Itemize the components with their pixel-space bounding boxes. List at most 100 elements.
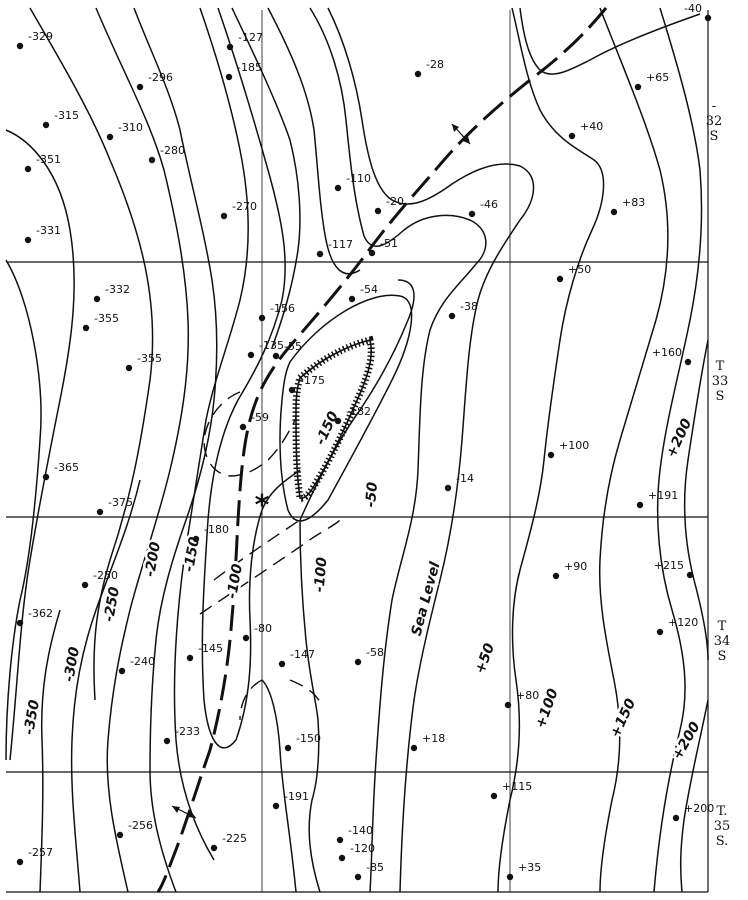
well-dot [334, 184, 342, 192]
contour-value-label: -300 [61, 645, 83, 683]
well-dot [568, 132, 576, 140]
contour-value-label: -50 [363, 481, 381, 508]
township-label-line: T [718, 619, 727, 634]
well-elevation-label: -351 [36, 153, 61, 166]
well-elevation-label: -80 [254, 622, 272, 635]
township-label-line: 32 [706, 114, 723, 129]
well-elevation-label: -40 [684, 2, 702, 15]
well-dot [704, 14, 712, 22]
well-dot [374, 207, 382, 215]
well-dot [106, 133, 114, 141]
well-elevation-label: -225 [222, 832, 247, 845]
well-elevation-label: -54 [360, 283, 378, 296]
well-elevation-label: -127 [238, 31, 263, 44]
well-elevation-label: -135 [259, 339, 284, 352]
well-elevation-label: +120 [668, 616, 698, 629]
well-elevation-label: -110 [346, 172, 371, 185]
contour-value-label: -100 [224, 562, 246, 600]
well-elevation-label: +215 [654, 559, 684, 572]
well-dot [672, 814, 680, 822]
plunge-arrow-icon [451, 123, 471, 145]
well-dot [410, 744, 418, 752]
contour-value-label: -200 [142, 540, 164, 578]
well-elevation-label: -257 [28, 846, 53, 859]
township-label-line: S [710, 129, 719, 144]
township-label-line: 33 [712, 374, 729, 389]
well-points: -329-127-185-296-28+65-40-315-310+40-351… [16, 2, 714, 881]
well-dot [288, 386, 296, 394]
well-dot [610, 208, 618, 216]
well-elevation-label: +80 [516, 689, 539, 702]
well-elevation-label: -140 [348, 824, 373, 837]
well-elevation-label: +65 [646, 71, 669, 84]
well-dot [336, 836, 344, 844]
well-elevation-label: +160 [652, 346, 682, 359]
well-elevation-label: +191 [648, 489, 678, 502]
well-elevation-label: -310 [118, 121, 143, 134]
well-dot [656, 628, 664, 636]
well-elevation-label: -182 [346, 405, 371, 418]
well-dot [414, 70, 422, 78]
well-dot [490, 792, 498, 800]
well-dot [220, 212, 228, 220]
plunge-arrow-icon [171, 805, 197, 819]
well-elevation-label: -233 [175, 725, 200, 738]
well-dot [272, 352, 280, 360]
well-dot [82, 324, 90, 332]
well-elevation-label: -51 [380, 237, 398, 250]
contour-value-label: -100 [312, 556, 331, 593]
well-dot [444, 484, 452, 492]
well-dot [354, 658, 362, 666]
well-dot [506, 873, 514, 881]
well-dot [247, 351, 255, 359]
well-dot [448, 312, 456, 320]
well-dot [258, 314, 266, 322]
well-elevation-label: -256 [128, 819, 153, 832]
well-dot [242, 634, 250, 642]
well-dot [334, 417, 342, 425]
well-dot [81, 581, 89, 589]
well-elevation-label: +35 [518, 861, 541, 874]
well-dot [556, 275, 564, 283]
well-dot [93, 295, 101, 303]
well-elevation-label: -14 [456, 472, 474, 485]
well-elevation-label: -46 [480, 198, 498, 211]
well-dot [552, 572, 560, 580]
well-elevation-label: -185 [237, 61, 262, 74]
well-dot [136, 83, 144, 91]
well-dot [116, 831, 124, 839]
well-dot [16, 42, 24, 50]
well-elevation-label: -250 [93, 569, 118, 582]
well-dot [210, 844, 218, 852]
well-elevation-label: -331 [36, 224, 61, 237]
well-dot [16, 619, 24, 627]
township-label-line: 35 [714, 819, 731, 834]
well-elevation-label: -59 [251, 411, 269, 424]
asterisk-icon: * [255, 488, 270, 521]
well-elevation-label: -355 [94, 312, 119, 325]
well-elevation-label: -55 [284, 340, 302, 353]
well-dot [684, 358, 692, 366]
well-elevation-label: -85 [366, 861, 384, 874]
well-elevation-label: -329 [28, 30, 53, 43]
well-dot [636, 501, 644, 509]
well-dot [368, 249, 376, 257]
township-label-line: S [718, 649, 727, 664]
well-dot [24, 165, 32, 173]
well-dot [96, 508, 104, 516]
anticline-axis [156, 7, 608, 893]
hachured-depression [292, 335, 375, 502]
well-dot [272, 802, 280, 810]
well-dot [226, 43, 234, 51]
well-dot [468, 210, 476, 218]
well-dot [634, 83, 642, 91]
township-label-line: S [716, 389, 725, 404]
well-elevation-label: -270 [232, 200, 257, 213]
well-elevation-label: -20 [386, 195, 404, 208]
well-dot [118, 667, 126, 675]
